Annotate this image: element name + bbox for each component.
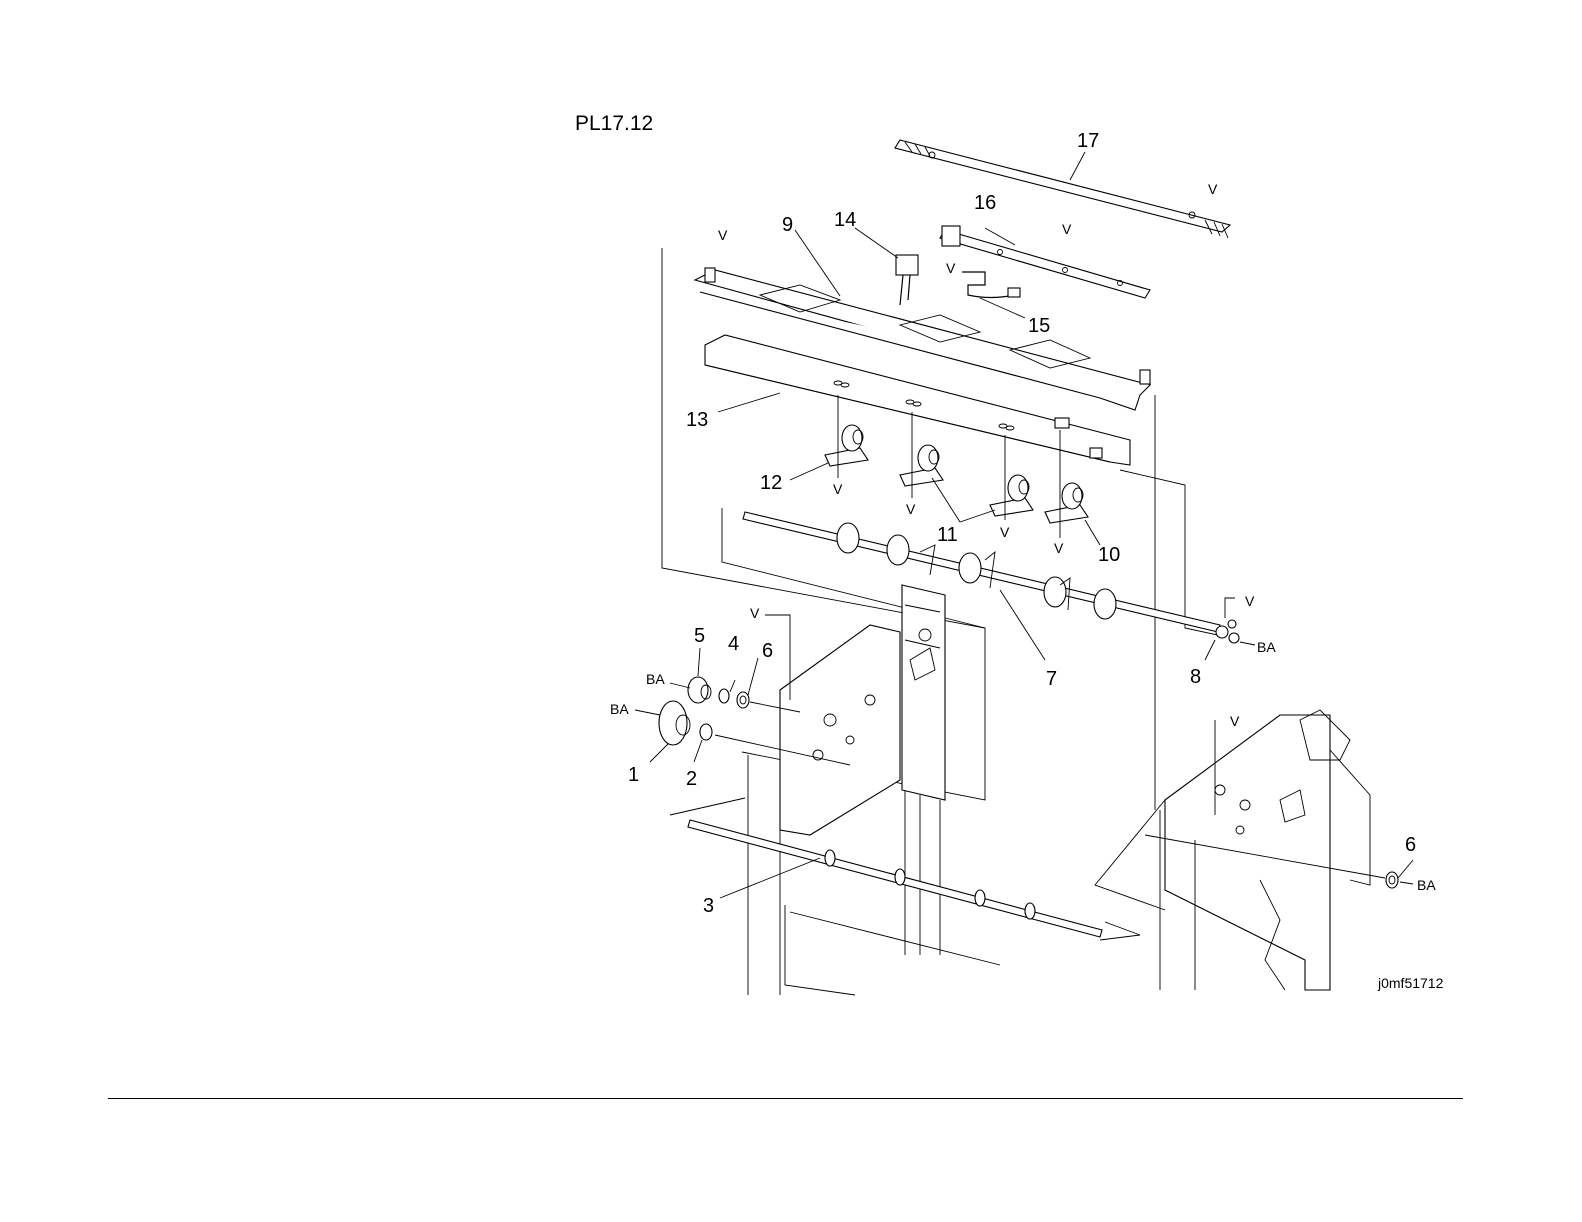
callout-6-right: 6: [1405, 834, 1416, 856]
part-11-roller-a: [900, 445, 943, 486]
callout-4: 4: [728, 633, 739, 655]
mark-v: V: [833, 481, 843, 497]
callout-9: 9: [782, 214, 793, 236]
part-15-harness: [962, 272, 1020, 298]
part-8-bearing: [1216, 598, 1239, 643]
callout-17: 17: [1077, 130, 1099, 152]
callout-3: 3: [703, 895, 714, 917]
part-4-washer: [719, 689, 729, 703]
callout-14: 14: [834, 209, 856, 231]
part-6-bearing: [737, 692, 749, 708]
mark-v: V: [1062, 221, 1072, 237]
footer-rule: [108, 1098, 1463, 1099]
part-16-bracket: [940, 226, 1150, 298]
mark-ba: BA: [646, 671, 665, 687]
part-14-actuator: [896, 255, 918, 305]
mark-ba: BA: [610, 701, 629, 717]
part-5-gear: [688, 677, 711, 703]
mark-v: V: [750, 605, 760, 621]
mark-v: V: [1000, 524, 1010, 540]
callout-8: 8: [1190, 666, 1201, 688]
mark-v: V: [946, 260, 956, 276]
part-12-roller: [825, 425, 868, 466]
part-6-bearing-right: [1386, 872, 1398, 888]
part-11-roller-b: [990, 475, 1033, 516]
mark-v: V: [1245, 593, 1255, 609]
mark-v: V: [1230, 713, 1240, 729]
part-10-roller: [1045, 483, 1088, 523]
callout-11: 11: [937, 524, 958, 546]
part-7-shaft: [722, 508, 1220, 632]
callout-6: 6: [762, 640, 773, 662]
right-side-frame: [1095, 710, 1370, 990]
callout-10: 10: [1098, 544, 1120, 566]
callout-2: 2: [686, 768, 697, 790]
mark-ba: BA: [1257, 639, 1276, 655]
callout-1: 1: [628, 764, 639, 786]
mark-ba: BA: [1417, 877, 1436, 893]
callout-5: 5: [694, 625, 705, 647]
part-2-bushing: [700, 724, 712, 740]
part-1-gear: [659, 701, 690, 745]
callout-7: 7: [1046, 668, 1057, 690]
mark-v: V: [1208, 181, 1218, 197]
mark-v: V: [1054, 540, 1064, 556]
mark-v: V: [906, 501, 916, 517]
callout-16: 16: [974, 192, 996, 214]
mark-v: V: [718, 227, 728, 243]
callout-12: 12: [760, 472, 782, 494]
left-side-frame: [748, 585, 1000, 995]
callout-15: 15: [1028, 315, 1050, 337]
callout-13: 13: [686, 409, 708, 431]
part-13-lower-frame: [705, 335, 1130, 465]
figure-id: j0mf51712: [1377, 975, 1444, 991]
